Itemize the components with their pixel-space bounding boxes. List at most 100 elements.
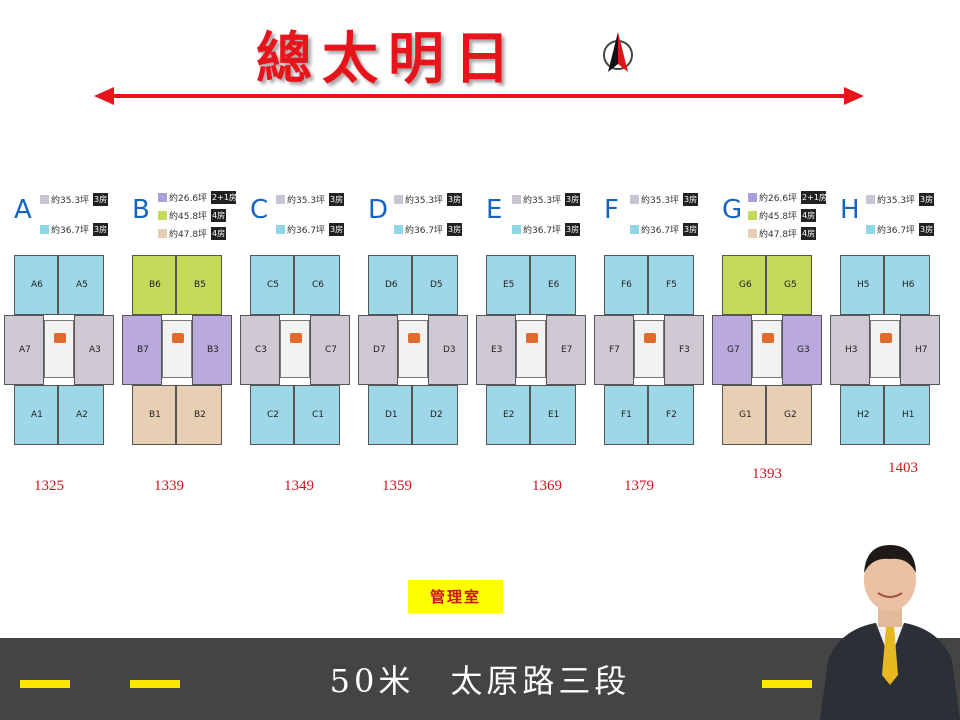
road-label: 50米 太原路三段	[329, 662, 631, 700]
unit-block: G5	[766, 255, 812, 315]
unit-block: C6	[294, 255, 340, 315]
room-badge: 3房	[447, 223, 463, 236]
unit-block: G6	[722, 255, 766, 315]
address-number: 1393	[752, 466, 782, 482]
unit-label: F7	[609, 345, 620, 355]
building-letter: H	[840, 195, 860, 225]
unit-block: A1	[14, 385, 58, 445]
unit-label: A2	[76, 410, 88, 420]
unit-block: C5	[250, 255, 294, 315]
road-dash	[130, 680, 180, 688]
unit-block: C2	[250, 385, 294, 445]
unit-block: H7	[900, 315, 940, 385]
elevator-icon	[408, 333, 420, 343]
stair-core	[44, 320, 74, 378]
stair-core	[516, 320, 546, 378]
elevator-icon	[880, 333, 892, 343]
legend-swatch	[394, 225, 403, 234]
legend-swatch	[394, 195, 403, 204]
unit-label: F2	[666, 410, 677, 420]
room-badge: 3房	[565, 193, 581, 206]
legend-text: 約47.8坪	[759, 230, 798, 240]
legend-text: 約36.7坪	[523, 226, 562, 236]
legend-swatch	[40, 195, 49, 204]
room-badge: 3房	[565, 223, 581, 236]
unit-block: H1	[884, 385, 930, 445]
unit-block: D7	[358, 315, 398, 385]
legend-text: 約35.3坪	[287, 196, 326, 206]
room-badge: 2+1房	[211, 191, 236, 204]
room-badge: 4房	[801, 227, 817, 240]
unit-block: E1	[530, 385, 576, 445]
building-letter: G	[722, 195, 743, 225]
unit-block: E3	[476, 315, 516, 385]
unit-block: G1	[722, 385, 766, 445]
legend-swatch	[630, 225, 639, 234]
unit-block: B2	[176, 385, 222, 445]
stair-core	[398, 320, 428, 378]
room-badge: 3房	[683, 193, 699, 206]
north-compass-icon	[603, 32, 633, 72]
unit-label: G7	[727, 345, 740, 355]
address-number: 1339	[154, 478, 184, 494]
unit-label: D2	[430, 410, 443, 420]
legend-text: 約36.7坪	[405, 226, 444, 236]
unit-label: C3	[255, 345, 268, 355]
unit-label: D1	[385, 410, 398, 420]
legend-text: 約26.6坪	[759, 194, 798, 204]
legend-text: 約35.3坪	[641, 196, 680, 206]
room-badge: 4房	[211, 227, 227, 240]
unit-label: C2	[267, 410, 280, 420]
legend-swatch	[276, 225, 285, 234]
unit-label: H5	[857, 280, 870, 290]
unit-label: A7	[19, 345, 31, 355]
unit-label: A3	[89, 345, 101, 355]
unit-block: B6	[132, 255, 176, 315]
unit-label: B5	[194, 280, 206, 290]
unit-label: D3	[443, 345, 456, 355]
unit-block: G3	[782, 315, 822, 385]
legend-swatch	[866, 225, 875, 234]
unit-label: B1	[149, 410, 161, 420]
unit-block: G2	[766, 385, 812, 445]
unit-block: D3	[428, 315, 468, 385]
unit-label: C5	[267, 280, 280, 290]
address-number: 1359	[382, 478, 412, 494]
unit-block: B3	[192, 315, 232, 385]
stair-core	[752, 320, 782, 378]
unit-label: B7	[137, 345, 149, 355]
building-letter: B	[132, 195, 150, 225]
unit-label: E5	[503, 280, 515, 290]
unit-label: E1	[548, 410, 560, 420]
unit-label: F6	[621, 280, 632, 290]
unit-label: G1	[739, 410, 752, 420]
legend-swatch	[512, 225, 521, 234]
unit-label: H7	[915, 345, 928, 355]
legend-text: 約36.7坪	[877, 226, 916, 236]
unit-block: B5	[176, 255, 222, 315]
unit-label: C1	[312, 410, 325, 420]
address-number: 1325	[34, 478, 64, 494]
page-title: 總太明日	[256, 26, 520, 92]
unit-block: A2	[58, 385, 104, 445]
road-dash	[762, 680, 812, 688]
unit-block: A6	[14, 255, 58, 315]
unit-label: B2	[194, 410, 206, 420]
unit-block: H3	[830, 315, 870, 385]
room-badge: 4房	[211, 209, 227, 222]
unit-block: A5	[58, 255, 104, 315]
